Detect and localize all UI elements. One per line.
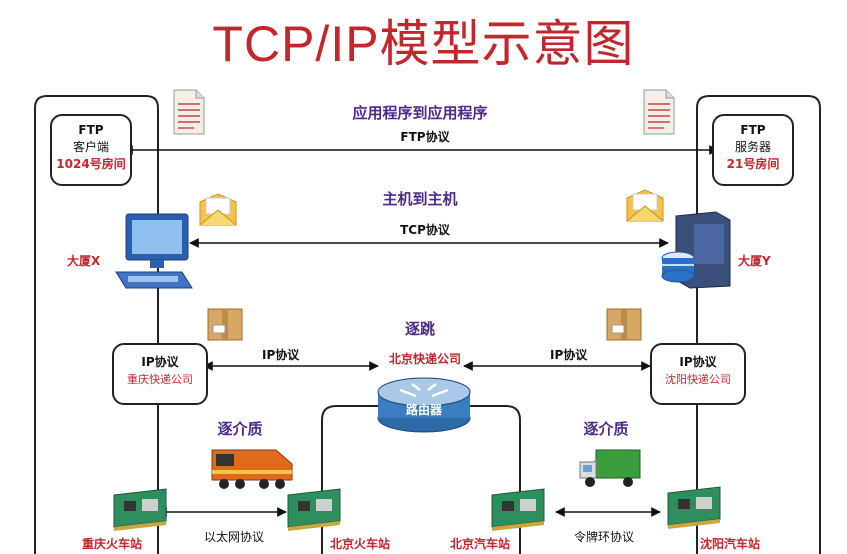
ftp-server-line2: 服务器 bbox=[734, 140, 771, 154]
truck-icon bbox=[579, 449, 641, 487]
router-right-link bbox=[470, 405, 521, 554]
network-card-icon bbox=[491, 488, 545, 531]
ip-left-line1: IP协议 bbox=[141, 355, 179, 369]
app-layer-header: 应用程序到应用程序 bbox=[352, 104, 488, 122]
network-card-icon bbox=[667, 486, 721, 529]
station-beijing-bus: 北京汽车站 bbox=[450, 537, 511, 551]
ftp-server-room: 21号房间 bbox=[726, 157, 780, 171]
transport-layer-header: 主机到主机 bbox=[382, 190, 458, 208]
station-shenyang-bus: 沈阳汽车站 bbox=[700, 537, 761, 551]
host-left-label: 大厦X bbox=[67, 254, 101, 268]
host-right-label: 大厦Y bbox=[738, 254, 771, 268]
ftp-client-box: FTP 客户端 1024号房间 bbox=[50, 114, 132, 186]
token-ring-protocol-label: 令牌环协议 bbox=[574, 530, 635, 544]
network-layer-header: 逐跳 bbox=[404, 320, 435, 338]
document-icon bbox=[643, 89, 675, 135]
ftp-protocol-label: FTP协议 bbox=[400, 130, 450, 144]
network-card-icon bbox=[287, 488, 341, 531]
computer-icon bbox=[115, 213, 193, 289]
train-icon bbox=[211, 449, 293, 489]
left-host-column bbox=[34, 95, 159, 554]
router-company-label: 北京快递公司 bbox=[388, 352, 461, 366]
envelope-icon bbox=[626, 189, 664, 222]
ftp-server-box: FTP 服务器 21号房间 bbox=[712, 114, 794, 186]
station-chongqing-train: 重庆火车站 bbox=[82, 537, 143, 551]
router-label: 路由器 bbox=[406, 402, 443, 417]
ip-left-protocol: IP协议 bbox=[262, 348, 300, 362]
ip-right-company: 沈阳快递公司 bbox=[665, 373, 731, 386]
package-icon bbox=[606, 308, 642, 341]
tcp-protocol-label: TCP协议 bbox=[400, 223, 450, 237]
router-left-link bbox=[321, 405, 392, 554]
router-icon: 路由器 bbox=[377, 377, 471, 433]
ftp-client-line2: 客户端 bbox=[72, 140, 109, 154]
ip-left-box: IP协议 重庆快递公司 bbox=[112, 343, 208, 405]
page-title: TCP/IP模型示意图 bbox=[212, 16, 635, 72]
right-host-column bbox=[696, 95, 821, 554]
ip-right-protocol: IP协议 bbox=[550, 348, 588, 362]
ftp-server-line1: FTP bbox=[740, 123, 766, 137]
document-icon bbox=[173, 89, 205, 135]
station-beijing-train: 北京火车站 bbox=[330, 537, 391, 551]
ip-left-company: 重庆快递公司 bbox=[127, 373, 193, 386]
envelope-icon bbox=[199, 193, 237, 226]
link-right-header: 逐介质 bbox=[583, 420, 629, 438]
server-icon bbox=[661, 211, 731, 289]
ethernet-protocol-label: 以太网协议 bbox=[204, 530, 265, 544]
package-icon bbox=[207, 308, 243, 341]
network-card-icon bbox=[113, 488, 167, 531]
ftp-client-line1: FTP bbox=[78, 123, 104, 137]
ftp-client-room: 1024号房间 bbox=[56, 157, 126, 171]
ip-right-line1: IP协议 bbox=[679, 355, 717, 369]
ip-right-box: IP协议 沈阳快递公司 bbox=[650, 343, 746, 405]
link-left-header: 逐介质 bbox=[217, 420, 263, 438]
